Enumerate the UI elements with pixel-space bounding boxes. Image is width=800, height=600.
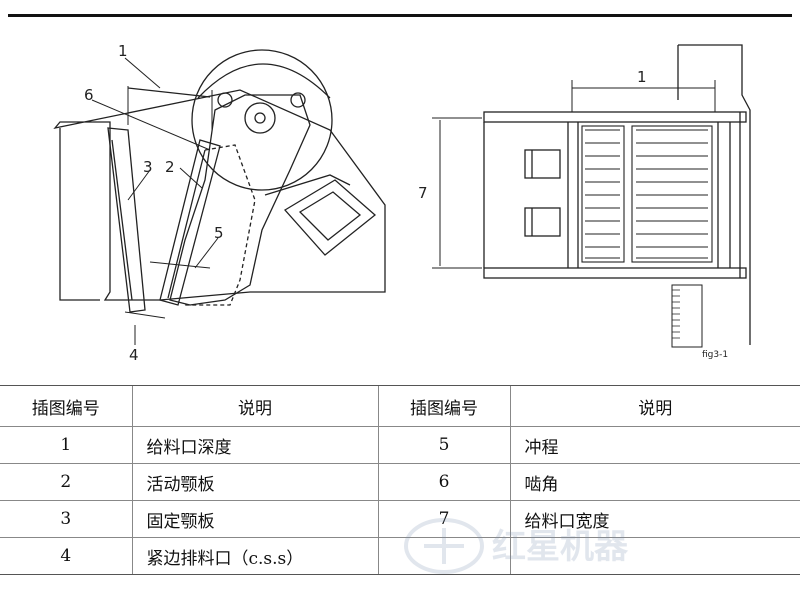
legend-number: 3 bbox=[0, 500, 132, 538]
legend-number: 7 bbox=[377, 500, 510, 538]
callout-4: 4 bbox=[129, 346, 139, 364]
legend-description: 啮角 bbox=[509, 463, 800, 501]
legend-number bbox=[377, 537, 510, 575]
watermark-logo: 红星机器 bbox=[404, 518, 629, 574]
top-rule bbox=[8, 14, 792, 17]
legend-number: 5 bbox=[377, 426, 510, 464]
legend-description: 给料口深度 bbox=[131, 426, 378, 464]
callout-2: 2 bbox=[165, 158, 175, 176]
callout-1: 1 bbox=[118, 42, 128, 60]
legend-row: 1 给料口深度 5 冲程 bbox=[0, 426, 800, 464]
legend-row: 4 紧边排料口（c.s.s） bbox=[0, 537, 800, 575]
legend-description: 活动颚板 bbox=[131, 463, 378, 501]
side-view bbox=[53, 49, 386, 345]
legend-number: 4 bbox=[0, 537, 132, 575]
legend-number: 1 bbox=[0, 426, 132, 464]
legend-number: 2 bbox=[0, 463, 132, 501]
callout-1-right: 1 bbox=[637, 68, 647, 86]
legend-description: 给料口宽度 bbox=[509, 500, 800, 538]
header-description-2: 说明 bbox=[509, 385, 800, 427]
callout-7: 7 bbox=[418, 184, 428, 202]
legend-description: 固定颚板 bbox=[131, 500, 378, 538]
callout-6: 6 bbox=[84, 86, 94, 104]
legend-header-row: 插图编号 说明 插图编号 说明 bbox=[0, 385, 800, 427]
figure-caption: fig3-1 bbox=[702, 350, 728, 360]
legend-description: 冲程 bbox=[509, 426, 800, 464]
header-figure-number: 插图编号 bbox=[0, 385, 132, 427]
callout-5: 5 bbox=[214, 224, 224, 242]
legend-table: 插图编号 说明 插图编号 说明 1 给料口深度 5 冲程 2 活动颚板 6 啮角… bbox=[0, 385, 800, 575]
jaw-crusher-diagram: 1 6 3 2 5 4 1 7 fig3-1 bbox=[53, 42, 751, 364]
callout-3: 3 bbox=[143, 158, 153, 176]
legend-row: 3 固定颚板 7 给料口宽度 bbox=[0, 500, 800, 538]
top-view bbox=[432, 44, 751, 348]
header-figure-number-2: 插图编号 bbox=[377, 385, 510, 427]
legend-number: 6 bbox=[377, 463, 510, 501]
legend-row: 2 活动颚板 6 啮角 bbox=[0, 463, 800, 501]
header-description: 说明 bbox=[131, 385, 378, 427]
watermark-text: 红星机器 bbox=[492, 527, 629, 567]
legend-description: 紧边排料口（c.s.s） bbox=[131, 537, 378, 575]
legend-description bbox=[509, 537, 800, 575]
